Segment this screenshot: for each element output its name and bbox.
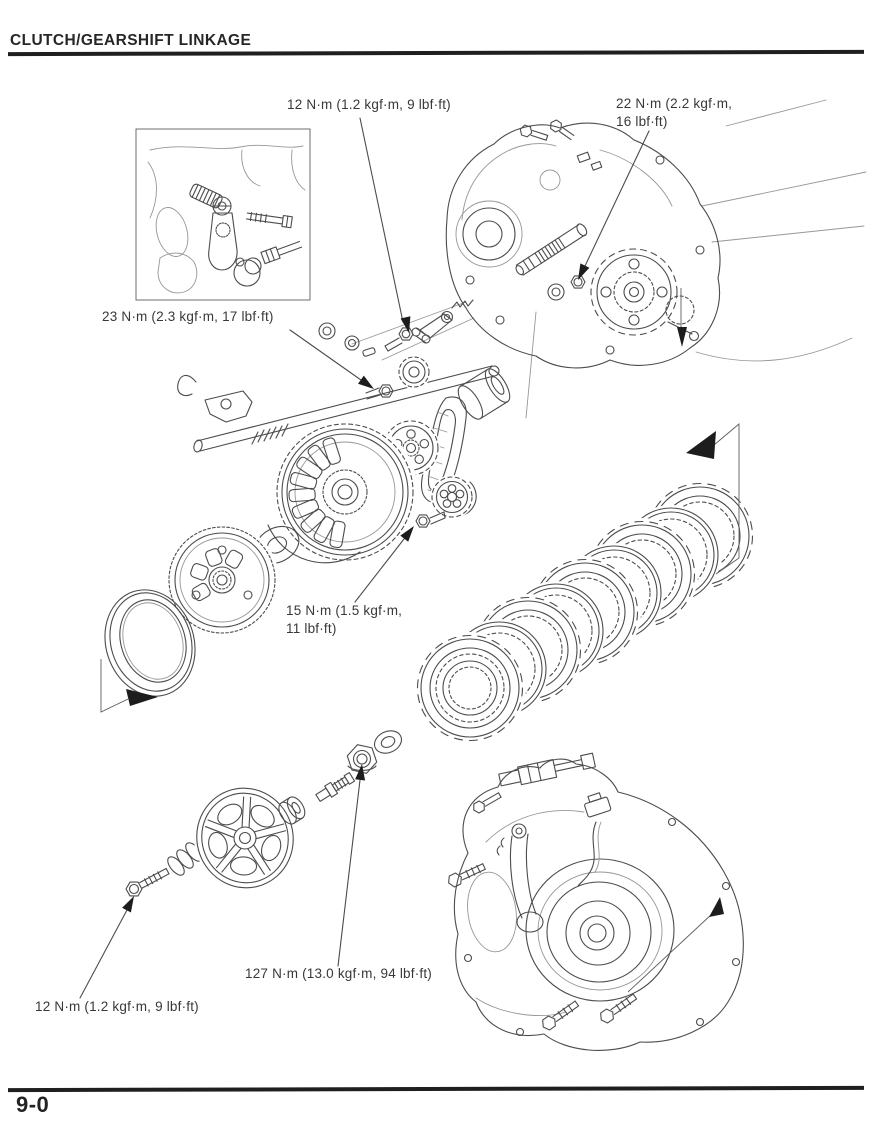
collar-drawing: [457, 368, 511, 420]
clutch-center-drawing: [165, 523, 279, 637]
torque-label-drum-stopper: 22 N·m (2.2 kgf·m, 16 lbf·ft): [616, 95, 732, 130]
arrow-23nm: [289, 329, 374, 389]
torque-label-oil-pump-sprocket-bolt: 15 N·m (1.5 kgf·m, 11 lbf·ft): [286, 602, 402, 637]
view-direction-arrows: [100, 288, 740, 993]
torque-label-shift-arm-pinch-bolt: 12 N·m (1.2 kgf·m, 9 lbf·ft): [287, 97, 451, 112]
leader-arrows: [79, 117, 650, 999]
page-number: 9-0: [16, 1092, 50, 1117]
shift-drum-stopper-parts-drawing: [318, 299, 474, 400]
oil-pump-chain-drawing: [415, 396, 477, 528]
torque-label-line: 11 lbf·ft): [286, 620, 337, 636]
page-title: CLUTCH/GEARSHIFT LINKAGE: [10, 32, 252, 49]
torque-label-clutch-locknut: 127 N·m (13.0 kgf·m, 94 lbf·ft): [245, 966, 433, 981]
arrow-15nm: [354, 526, 414, 603]
pressure-plate-group-drawing: [125, 730, 403, 897]
arrow-12nm-bottom: [79, 896, 134, 999]
clutch-cover-drawing: [448, 752, 744, 1051]
clutch-outer-drawing: [267, 419, 418, 565]
torque-label-lifter-plate-bolt: 12 N·m (1.2 kgf·m, 9 lbf·ft): [35, 999, 199, 1014]
crankcase-drawing: [445, 119, 721, 369]
torque-label-line: 22 N·m (2.2 kgf·m,: [616, 96, 733, 111]
torque-label-line: 16 lbf·ft): [616, 113, 668, 129]
torque-label-stopper-arm-bolt: 23 N·m (2.3 kgf·m, 17 lbf·ft): [102, 309, 274, 324]
arrow-127nm: [337, 764, 366, 967]
outer-guide-ring-drawing: [104, 589, 196, 697]
clutch-plate-stack-drawing: [414, 480, 756, 744]
gearshift-spindle-drawing: [177, 365, 500, 453]
arrow-22nm: [578, 130, 650, 280]
arrow-12nm-top: [359, 117, 411, 333]
inset-detail-drawing: [135, 128, 311, 301]
torque-label-line: 15 N·m (1.5 kgf·m,: [286, 603, 403, 618]
